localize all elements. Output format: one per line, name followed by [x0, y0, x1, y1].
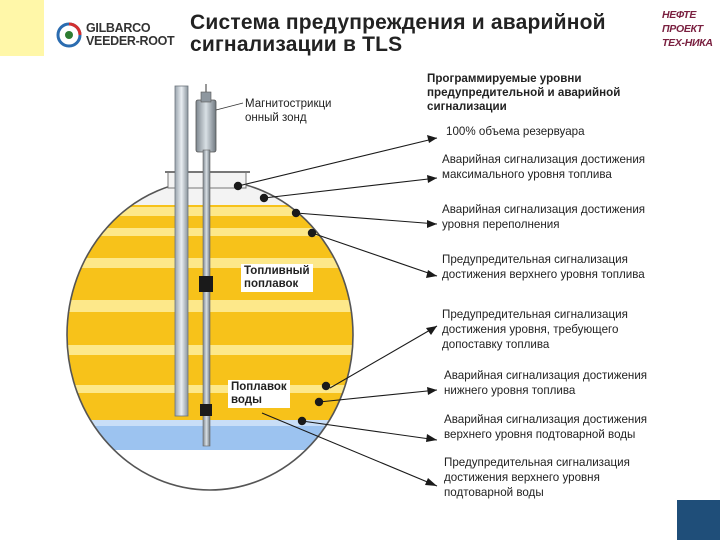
marker-100-percent: [233, 181, 243, 191]
probe-label-text: Магнитострикци онный зонд: [245, 98, 332, 124]
probe-shaft: [202, 149, 211, 447]
marker-max-fuel: [259, 193, 269, 203]
level-delivery-warning: Предупредительная сигнализация достижени…: [442, 307, 628, 352]
title-line-2: сигнализации в TLS: [190, 33, 403, 56]
level-text: Предупредительная сигнализация достижени…: [444, 456, 630, 499]
marker-overflow: [291, 208, 301, 218]
level-markers: [233, 181, 331, 426]
level-text: Аварийная сигнализация достижения нижнег…: [444, 369, 648, 397]
probe-head-icon: [195, 99, 217, 153]
corner-logo-line-1: НЕФТЕ: [662, 9, 697, 21]
fuel-float-label-text: Топливный поплавок: [244, 265, 310, 290]
level-text: Предупредительная сигнализация достижени…: [442, 253, 645, 281]
corner-logo-line-2: ПРОЕКТ: [662, 23, 703, 35]
level-max-fuel-alarm: Аварийная сигнализация достижения максим…: [442, 152, 645, 182]
water-float-label-text: Поплавок воды: [231, 381, 287, 406]
fill-pipe: [174, 85, 189, 417]
fuel-float-icon: [199, 276, 213, 292]
level-text: 100% объема резервуара: [446, 125, 585, 138]
level-text: Предупредительная сигнализация достижени…: [442, 308, 628, 351]
level-text: Аварийная сигнализация достижения верхне…: [444, 413, 648, 441]
level-high-fuel-warning: Предупредительная сигнализация достижени…: [442, 252, 645, 282]
water-float-icon: [200, 404, 212, 416]
corner-accent-block: [677, 500, 720, 540]
logo-line-1: GILBARCO: [86, 21, 151, 35]
gilbarco-logo-icon: [56, 22, 82, 48]
level-high-water-warning: Предупредительная сигнализация достижени…: [444, 455, 630, 500]
marker-delivery-needed: [321, 381, 331, 391]
level-overflow-alarm: Аварийная сигнализация достижения уровня…: [442, 202, 645, 232]
marker-high-fuel: [307, 228, 317, 238]
arrow-heads: [425, 135, 437, 486]
corner-logo: НЕФТЕ ПРОЕКТ ТЕХ-НИКА: [662, 8, 714, 64]
level-high-water-alarm: Аварийная сигнализация достижения верхне…: [444, 412, 647, 442]
company-logo-text: GILBARCO VEEDER-ROOT: [86, 21, 175, 48]
logo-background: [0, 0, 44, 56]
level-100-percent: 100% объема резервуара: [446, 124, 585, 139]
level-text: Аварийная сигнализация достижения максим…: [442, 153, 646, 181]
level-low-fuel-alarm: Аварийная сигнализация достижения нижнег…: [444, 368, 647, 398]
corner-logo-line-3: ТЕХ-НИКА: [662, 37, 713, 49]
marker-low-fuel: [314, 397, 324, 407]
leader-lines: [237, 137, 438, 487]
levels-header-text: Программируемые уровни предупредительной…: [427, 72, 621, 113]
probe-label: Магнитострикци онный зонд: [245, 97, 332, 125]
page-title: Система предупреждения и аварийной сигна…: [190, 12, 606, 56]
logo-line-2: VEEDER-ROOT: [86, 34, 175, 48]
water-float-label: Поплавок воды: [228, 380, 290, 408]
fuel-float-label: Топливный поплавок: [241, 264, 313, 292]
levels-header: Программируемые уровни предупредительной…: [427, 72, 620, 114]
title-line-1: Система предупреждения и аварийной: [190, 11, 606, 34]
level-text: Аварийная сигнализация достижения уровня…: [442, 203, 646, 231]
marker-high-water-alarm: [297, 416, 307, 426]
